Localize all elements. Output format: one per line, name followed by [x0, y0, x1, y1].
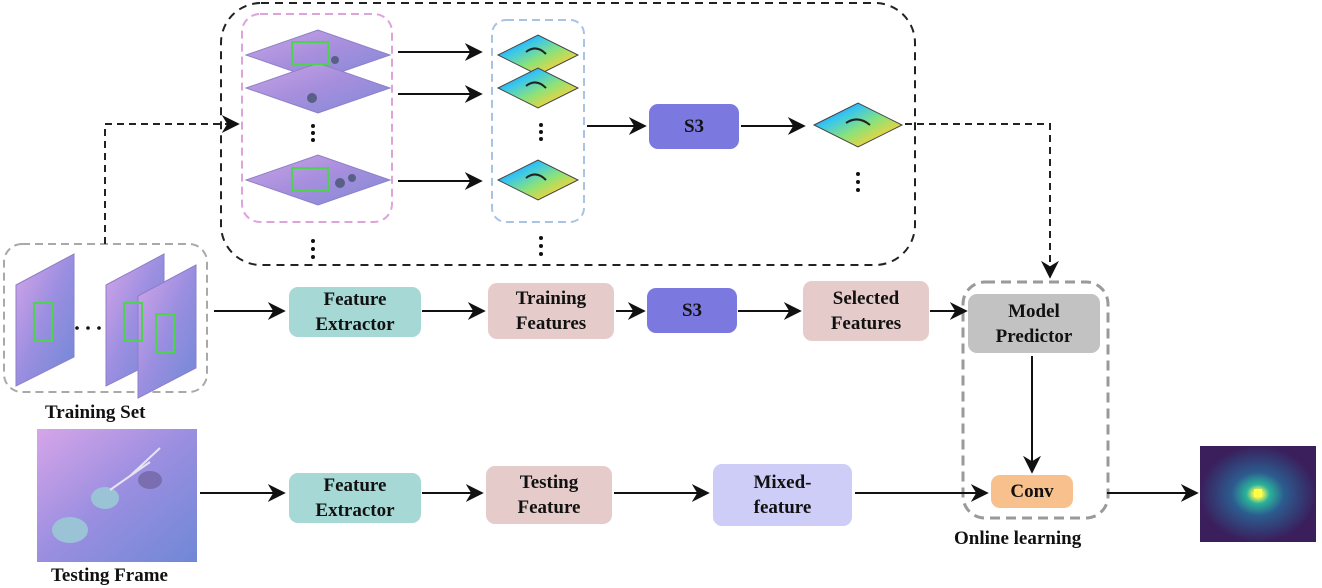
feature-map-images: [496, 34, 904, 201]
top-arrows: [398, 43, 806, 190]
feature-extractor-testing: Feature Extractor: [289, 473, 421, 523]
feature-map-3: [496, 159, 580, 201]
testing-frame-label: Testing Frame: [51, 565, 168, 586]
testing-frame-image: [37, 429, 197, 562]
rgb-layers-group: [241, 13, 393, 223]
top-to-predictor-dashed-arrow: [905, 123, 1059, 279]
conv-box: Conv: [991, 475, 1073, 508]
training-features-box: Training Features: [488, 283, 614, 339]
rgb-layer-images: [244, 29, 392, 206]
rgb-layer-3: [244, 154, 392, 206]
training-image-3: [137, 264, 197, 399]
online-learning-group: [961, 280, 1110, 520]
training-set-images: [15, 253, 197, 399]
response-map-output: [1200, 446, 1316, 542]
online-learning-label: Online learning: [954, 528, 1082, 549]
feature-map-2: [496, 67, 580, 109]
testing-feature-box: Testing Feature: [486, 466, 612, 524]
feature-maps-group: [491, 19, 585, 223]
ellipsis-dots: [75, 123, 860, 330]
selected-features-box: Selected Features: [803, 281, 929, 341]
s3-box-top: S3: [649, 104, 739, 149]
feature-map-1: [496, 34, 580, 76]
training-to-top-dashed-arrow: [104, 115, 240, 244]
rgb-layer-2: [244, 62, 392, 114]
flow-arrows: [200, 302, 1199, 502]
feature-extractor-training: Feature Extractor: [289, 287, 421, 337]
model-predictor-box: Model Predictor: [968, 294, 1100, 353]
selected-feature-map: [812, 102, 904, 148]
mixed-feature-box: Mixed- feature: [713, 464, 852, 526]
training-image-1: [15, 253, 75, 387]
training-set-label: Training Set: [45, 402, 146, 423]
s3-box-middle: S3: [647, 288, 737, 333]
